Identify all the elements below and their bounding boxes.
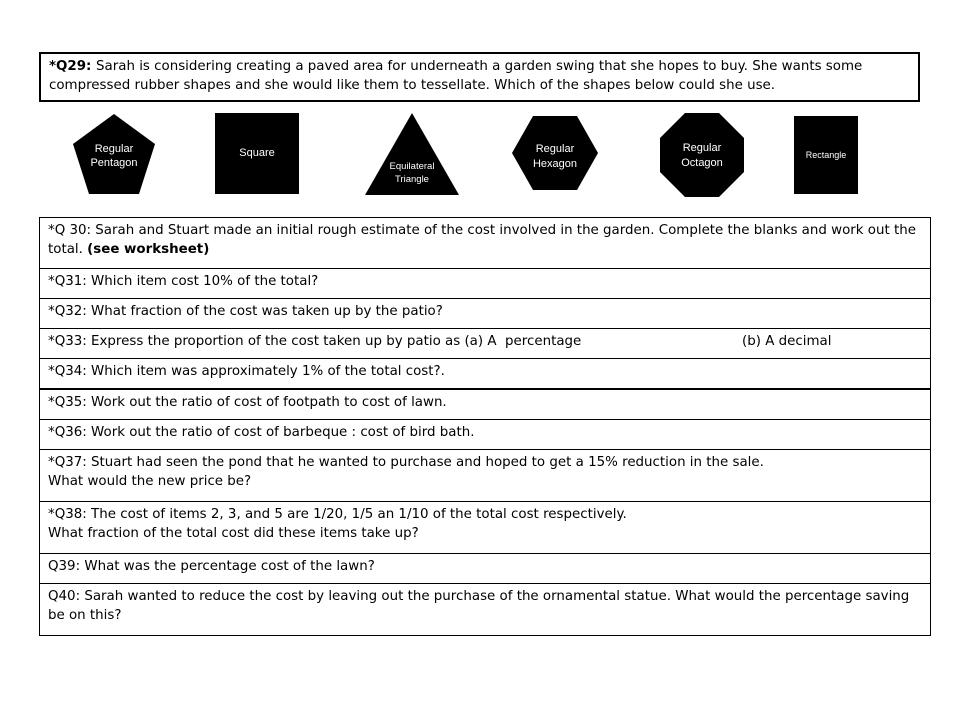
question-31-row: *Q31: Which item cost 10% of the total?: [39, 269, 931, 299]
question-33-part-a: *Q33: Express the proportion of the cost…: [48, 334, 582, 349]
pentagon-shape: Regular Pentagon: [73, 114, 155, 194]
pentagon-label-line1: Regular: [95, 143, 134, 155]
question-30-text: *Q 30: Sarah and Stuart made an initial …: [48, 223, 921, 257]
question-29-number: *Q29:: [49, 59, 97, 74]
hexagon-shape: Regular Hexagon: [512, 116, 598, 190]
pentagon-label-line2: Pentagon: [90, 157, 137, 169]
question-35-row: *Q35: Work out the ratio of cost of foot…: [39, 390, 931, 420]
question-37-line1: *Q37: Stuart had seen the pond that he w…: [48, 455, 764, 470]
questions-list: *Q 30: Sarah and Stuart made an initial …: [39, 217, 931, 636]
question-29-box: *Q29: Sarah is considering creating a pa…: [39, 52, 920, 102]
rectangle-label: Rectangle: [806, 150, 847, 160]
question-37-row: *Q37: Stuart had seen the pond that he w…: [39, 450, 931, 502]
question-36-row: *Q36: Work out the ratio of cost of barb…: [39, 420, 931, 450]
rectangle-shape: Rectangle: [794, 116, 858, 194]
question-30-row: *Q 30: Sarah and Stuart made an initial …: [39, 217, 931, 269]
octagon-shape: Regular Octagon: [660, 113, 744, 197]
question-30-note: (see worksheet): [87, 242, 210, 257]
question-39-row: Q39: What was the percentage cost of the…: [39, 554, 931, 584]
triangle-label-line2: Triangle: [395, 174, 429, 185]
question-38-line1: *Q38: The cost of items 2, 3, and 5 are …: [48, 507, 627, 522]
question-29-text: Sarah is considering creating a paved ar…: [49, 59, 867, 93]
question-34-row: *Q34: Which item was approximately 1% of…: [39, 359, 931, 390]
triangle-shape: Equilateral Triangle: [365, 113, 459, 195]
question-33-part-b: (b) A decimal: [742, 334, 832, 349]
square-label: Square: [239, 147, 274, 159]
question-40-row: Q40: Sarah wanted to reduce the cost by …: [39, 584, 931, 636]
hexagon-label-line2: Hexagon: [533, 158, 577, 170]
hexagon-label-line1: Regular: [536, 143, 575, 155]
question-37-line2: What would the new price be?: [48, 474, 252, 489]
triangle-label-line1: Equilateral: [390, 161, 435, 172]
octagon-label-line1: Regular: [683, 142, 722, 154]
question-38-row: *Q38: The cost of items 2, 3, and 5 are …: [39, 502, 931, 554]
square-shape: Square: [215, 113, 299, 194]
question-33-row: *Q33: Express the proportion of the cost…: [39, 329, 931, 359]
question-38-line2: What fraction of the total cost did thes…: [48, 526, 419, 541]
octagon-label-line2: Octagon: [681, 157, 723, 169]
question-32-row: *Q32: What fraction of the cost was take…: [39, 299, 931, 329]
